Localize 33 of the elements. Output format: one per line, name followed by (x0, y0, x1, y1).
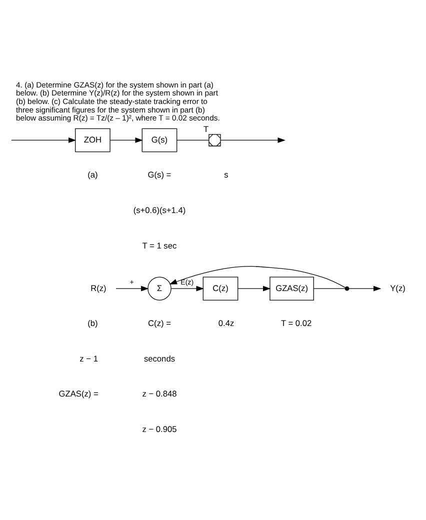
node-circle: Σ (148, 276, 172, 300)
label: (a) (88, 170, 98, 180)
node-dot (344, 286, 350, 291)
label: z − 1 (80, 353, 98, 364)
node-text: R(z) (90, 282, 106, 293)
label: GZAS(z) = (58, 388, 98, 399)
label: s (224, 170, 228, 180)
node-label: T (204, 124, 209, 134)
arrow (348, 286, 382, 292)
label: seconds (144, 353, 176, 364)
arrow (110, 138, 143, 143)
arrow (116, 286, 149, 292)
label: G(s) = (148, 170, 172, 180)
label: z − 0.905 (142, 424, 177, 434)
label: z − 0.848 (142, 388, 177, 399)
label: 0.4z (218, 318, 234, 328)
arrow (11, 138, 76, 143)
arrow (169, 266, 346, 288)
node-box: C(z) (202, 276, 238, 300)
label: C(z) = (148, 318, 171, 328)
label: (b) (88, 318, 98, 328)
label: T = 1 sec (142, 240, 177, 250)
connector (176, 140, 210, 141)
connector (313, 288, 346, 289)
label: (s+0.6)(s+1.4) (133, 205, 186, 216)
label: T = 0.02 (280, 318, 312, 328)
node-box: GZAS(z) (270, 276, 314, 300)
node-box: ZOH (75, 128, 110, 152)
node-box: G(s) (142, 128, 178, 152)
arrow (170, 286, 204, 292)
node-text: Y(z) (390, 282, 406, 293)
arrow (238, 286, 271, 292)
arrow (220, 138, 286, 143)
